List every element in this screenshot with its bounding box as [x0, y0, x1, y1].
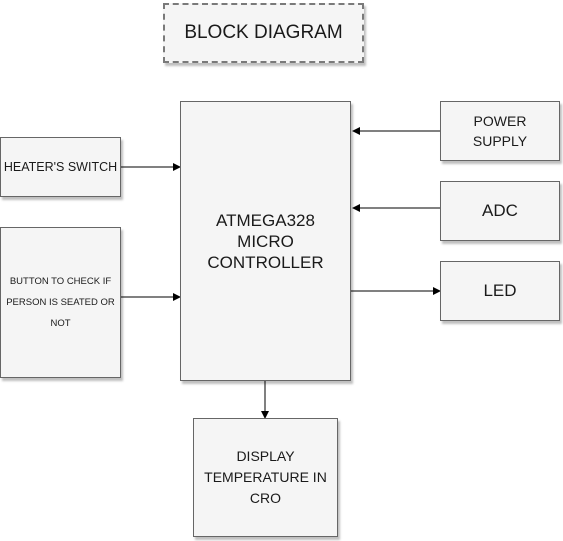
display-block-label: DISPLAY TEMPERATURE IN CRO — [204, 448, 327, 506]
power-supply-label: POWER SUPPLY — [472, 113, 528, 149]
display-block: DISPLAY TEMPERATURE IN CRO — [193, 418, 338, 537]
diagram-title-box: BLOCK DIAGRAM — [163, 3, 364, 63]
adc-block: ADC — [440, 181, 560, 241]
led-label: LED — [483, 281, 517, 300]
mcu-block-label: ATMEGA328 MICRO CONTROLLER — [207, 210, 324, 272]
led-block: LED — [440, 261, 560, 321]
diagram-title: BLOCK DIAGRAM — [184, 22, 343, 43]
adc-label: ADC — [482, 201, 518, 220]
mcu-block: ATMEGA328 MICRO CONTROLLER — [180, 101, 351, 381]
heater-switch-block: HEATER'S SWITCH — [0, 137, 121, 197]
power-supply-block: POWER SUPPLY — [440, 101, 560, 161]
button-block-label: BUTTON TO CHECK IF PERSON IS SEATED OR N… — [6, 276, 115, 329]
heater-switch-label: HEATER'S SWITCH — [3, 160, 118, 174]
button-block: BUTTON TO CHECK IF PERSON IS SEATED OR N… — [0, 227, 121, 378]
